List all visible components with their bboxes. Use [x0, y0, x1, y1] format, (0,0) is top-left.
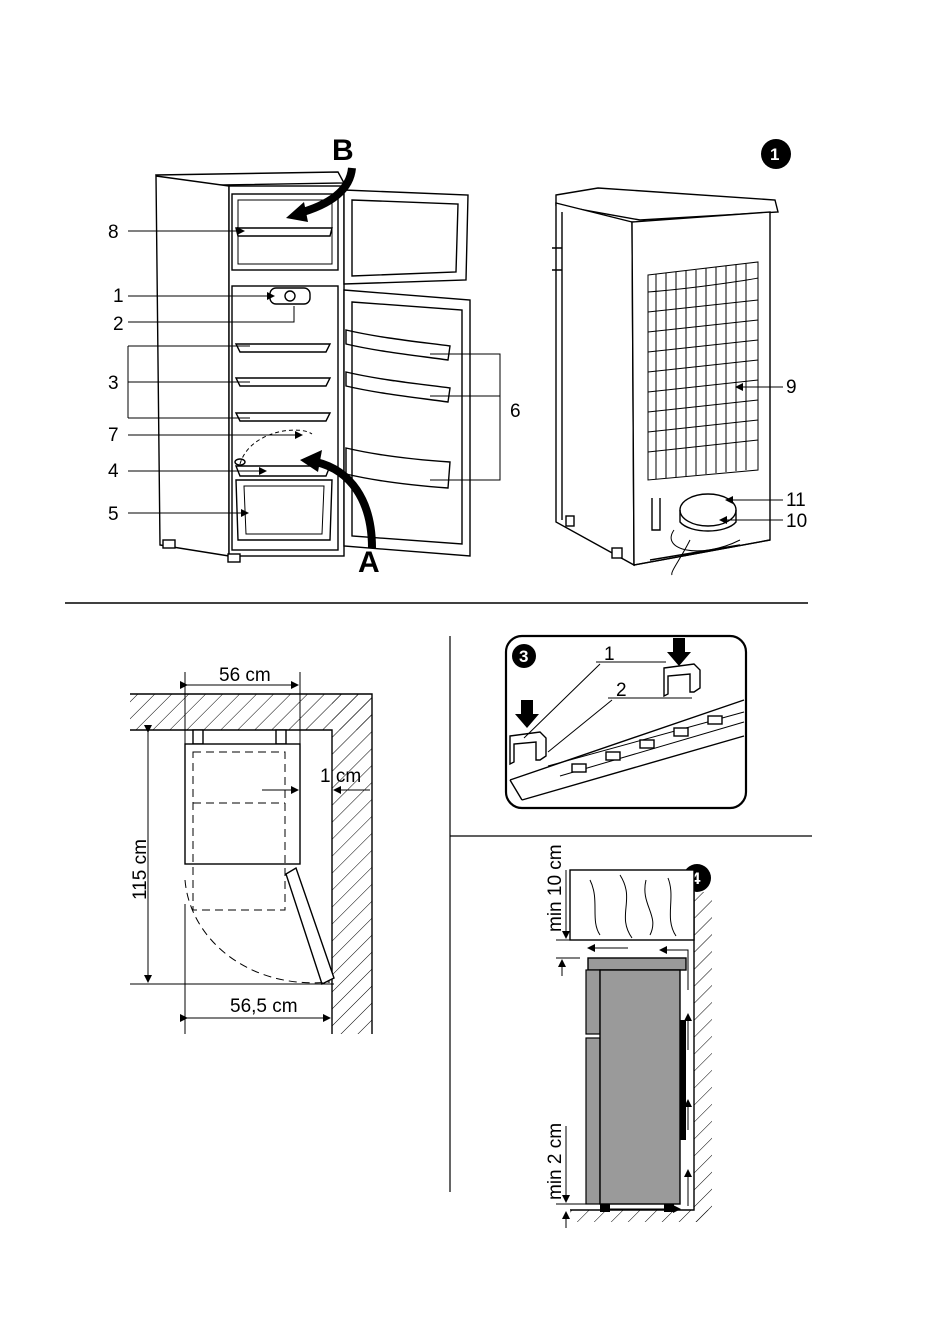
dim-top-clearance: min 10 cm [545, 844, 566, 932]
figure4-ventilation: 4 min 10 cm min 2 cm [545, 844, 712, 1228]
callout-8: 8 [108, 222, 119, 243]
label-b: B [332, 134, 354, 167]
callout-11: 11 [786, 490, 806, 511]
callout-10: 10 [786, 511, 807, 532]
dim-width-open: 56,5 cm [230, 996, 298, 1017]
dim-depth: 115 cm [130, 839, 151, 900]
badge-1-text: 1 [770, 145, 779, 164]
badge-3-text: 3 [519, 647, 528, 666]
figure1-rear-fridge: 1 9 11 10 [552, 139, 807, 575]
callout-1: 1 [113, 286, 124, 307]
callout-2: 2 [113, 314, 124, 335]
dim-bottom-clearance: min 2 cm [545, 1123, 566, 1200]
figure3-spacers-detail: 3 1 2 [506, 636, 746, 808]
dim-width-top: 56 cm [219, 665, 271, 686]
callout-6: 6 [510, 401, 521, 422]
callout-4: 4 [108, 461, 119, 482]
callout-5: 5 [108, 504, 119, 525]
callout-3: 3 [108, 373, 119, 394]
figure2-plan-view: 56 cm 1 cm 115 cm 56,5 cm [130, 665, 372, 1034]
label-a: A [358, 546, 380, 579]
callout-9: 9 [786, 377, 797, 398]
callout-7: 7 [108, 425, 119, 446]
figure1-front-fridge: B A 8 1 2 3 7 4 5 6 [108, 134, 521, 579]
dim-gap: 1 cm [320, 766, 361, 787]
